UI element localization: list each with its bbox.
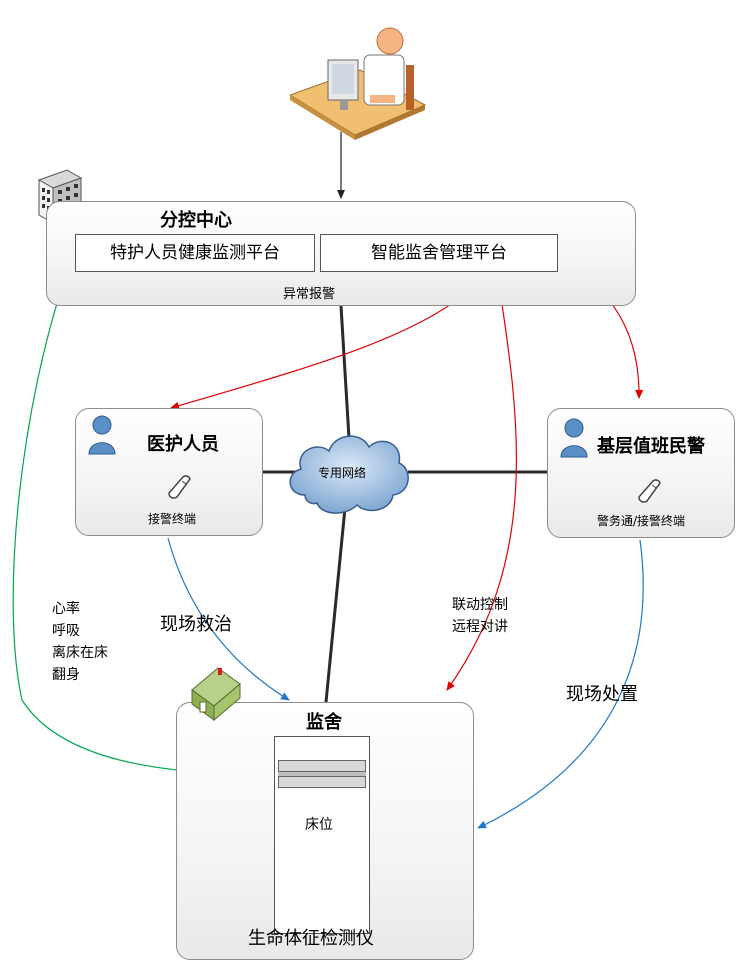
bed-label: 床位 bbox=[305, 817, 333, 833]
net-link-cell bbox=[324, 507, 347, 703]
control-center-title: 分控中心 bbox=[160, 210, 232, 231]
device-label: 生命体征检测仪 bbox=[248, 928, 374, 949]
vitals-arrow bbox=[12, 257, 260, 775]
person-icon bbox=[88, 415, 116, 455]
health-monitoring-platform[interactable]: 特护人员健康监测平台 bbox=[75, 234, 315, 272]
prison-management-platform[interactable]: 智能监舍管理平台 bbox=[320, 234, 558, 272]
rescue-label: 现场救治 bbox=[160, 614, 232, 635]
network-label: 专用网络 bbox=[318, 466, 367, 480]
phone-icon bbox=[638, 479, 661, 503]
alarm-label: 异常报警 bbox=[283, 287, 336, 302]
network-cloud[interactable] bbox=[283, 423, 413, 518]
medical-staff-title: 医护人员 bbox=[147, 434, 219, 455]
linkage-control-label: 联动控制 bbox=[452, 597, 508, 613]
medical-staff-box bbox=[75, 408, 263, 536]
net-link-center bbox=[339, 305, 351, 439]
police-terminal-label: 警务通/接警终端 bbox=[597, 514, 686, 528]
dispose-label: 现场处置 bbox=[566, 684, 638, 705]
rescue-arrow bbox=[167, 537, 290, 701]
person-icon bbox=[560, 418, 588, 458]
vitals-breathing: 呼吸 bbox=[52, 623, 80, 639]
dispose-arrow bbox=[477, 539, 644, 829]
vitals-bed-presence: 离床在床 bbox=[52, 645, 108, 661]
vitals-turning: 翻身 bbox=[52, 667, 80, 683]
red-to-cell-arrow bbox=[446, 277, 517, 691]
operator-desk-icon bbox=[290, 27, 427, 140]
phone-icon bbox=[168, 475, 191, 499]
cell-title: 监舍 bbox=[306, 712, 342, 733]
house-icon bbox=[191, 667, 241, 722]
police-title: 基层值班民警 bbox=[597, 436, 705, 457]
remote-intercom-label: 远程对讲 bbox=[452, 619, 508, 635]
sensor-strip bbox=[278, 771, 366, 777]
medical-terminal-label: 接警终端 bbox=[148, 512, 197, 526]
vitals-heart-rate: 心率 bbox=[52, 601, 80, 617]
